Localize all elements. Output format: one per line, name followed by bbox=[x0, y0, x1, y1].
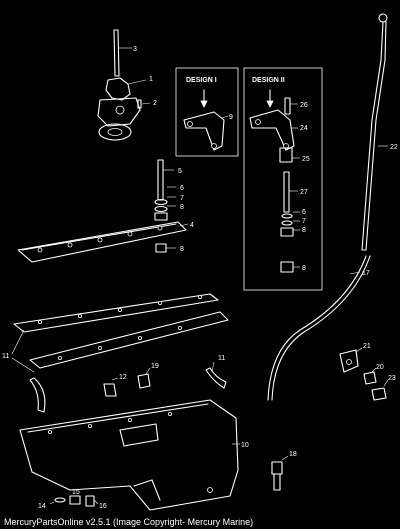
part-dipstick-tube-short[interactable] bbox=[113, 29, 132, 77]
part-fitting-18[interactable] bbox=[271, 455, 289, 491]
part-washers[interactable] bbox=[154, 186, 176, 221]
callout-18: 18 bbox=[289, 451, 297, 458]
part-clamp[interactable] bbox=[339, 347, 363, 373]
part-screw-23[interactable] bbox=[371, 379, 389, 401]
callout-19: 19 bbox=[151, 363, 159, 370]
callout-9: 9 bbox=[229, 114, 233, 121]
callout-1: 1 bbox=[149, 76, 153, 83]
callout-10: 10 bbox=[241, 442, 249, 449]
design-1-title: DESIGN I bbox=[186, 77, 217, 84]
callout-23: 23 bbox=[388, 375, 396, 382]
callout-7-design2: 7 bbox=[302, 218, 306, 225]
callout-14: 14 bbox=[38, 503, 46, 510]
callout-8-design2-nut: 8 bbox=[302, 265, 306, 272]
part-nut[interactable] bbox=[155, 243, 176, 253]
callout-24: 24 bbox=[300, 125, 308, 132]
callout-4: 4 bbox=[190, 222, 194, 229]
callout-6: 6 bbox=[180, 185, 184, 192]
callout-3: 3 bbox=[133, 46, 137, 53]
design-2-title: DESIGN II bbox=[252, 77, 285, 84]
part-bolt-19[interactable] bbox=[137, 367, 151, 389]
callout-11-right: 11 bbox=[218, 355, 225, 362]
callout-6-design2: 6 bbox=[302, 209, 306, 216]
copyright-footer: MercuryPartsOnline v2.5.1 (Image Copyrig… bbox=[4, 517, 254, 527]
callout-12: 12 bbox=[119, 374, 127, 381]
callout-8-nut: 8 bbox=[180, 246, 184, 253]
part-hardware-14-15-16[interactable] bbox=[49, 495, 99, 507]
design-2-box bbox=[243, 67, 323, 291]
part-oil-pump[interactable] bbox=[97, 77, 147, 141]
callout-25: 25 bbox=[302, 156, 310, 163]
callout-22: 22 bbox=[390, 144, 398, 151]
callout-27: 27 bbox=[300, 189, 308, 196]
part-oil-pan[interactable] bbox=[19, 399, 240, 511]
callout-21: 21 bbox=[363, 343, 371, 350]
part-dipstick[interactable] bbox=[361, 13, 388, 251]
part-drain-plug[interactable] bbox=[103, 377, 119, 397]
part-end-seals[interactable] bbox=[29, 361, 227, 413]
part-oil-pan-gasket[interactable] bbox=[11, 293, 229, 373]
callout-17: 17 bbox=[362, 270, 370, 277]
callout-20: 20 bbox=[376, 364, 384, 371]
callout-8: 8 bbox=[180, 204, 184, 211]
callout-8-design2: 8 bbox=[302, 227, 306, 234]
part-stud[interactable] bbox=[157, 159, 174, 201]
callout-11-left: 11 bbox=[2, 353, 9, 360]
design-1-box bbox=[175, 67, 239, 157]
part-screw-20[interactable] bbox=[363, 367, 377, 385]
callout-2: 2 bbox=[153, 100, 157, 107]
callout-26: 26 bbox=[300, 102, 308, 109]
part-dipstick-tube-long[interactable] bbox=[267, 255, 371, 401]
part-pin[interactable] bbox=[137, 99, 151, 109]
callout-5: 5 bbox=[178, 168, 182, 175]
callout-15: 15 bbox=[72, 489, 80, 496]
part-windage-tray[interactable] bbox=[17, 221, 189, 263]
callout-7: 7 bbox=[180, 195, 184, 202]
callout-16: 16 bbox=[99, 503, 107, 510]
